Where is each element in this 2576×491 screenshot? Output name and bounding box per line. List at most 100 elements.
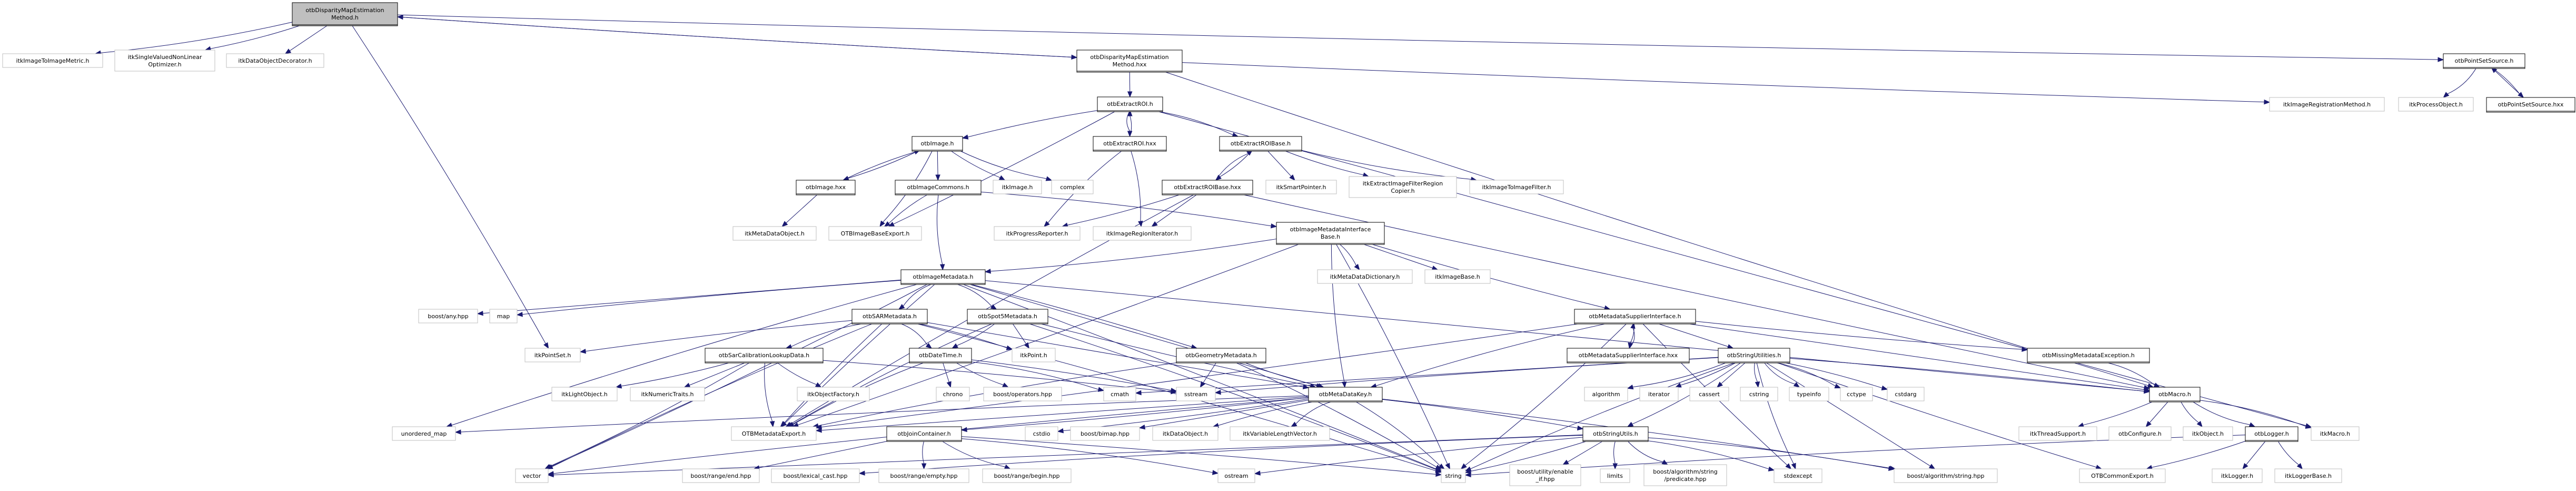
edge-line: [402, 17, 1077, 58]
edge-otbStringUtils-to-string: [1464, 440, 1590, 474]
edge-root-to-itkPointSet: [351, 24, 549, 349]
node-OTBCommonExport: OTBCommonExport.h: [2079, 468, 2166, 483]
node-box: [1509, 464, 1581, 486]
edge-line: [2199, 400, 2306, 427]
edge-line: [843, 152, 915, 181]
edge-otbSARMetadata-to-OTBMetadataExport: [780, 322, 884, 427]
arrowhead-icon: [1928, 464, 1936, 469]
node-otbExtractROIHxx[interactable]: otbExtractROI.hxx: [1093, 136, 1167, 152]
node-otbGeometryMetadata[interactable]: otbGeometryMetadata.h: [1176, 348, 1266, 364]
node-label: otbGeometryMetadata.h: [1185, 352, 1256, 359]
node-box: [226, 53, 324, 68]
node-box: [2269, 97, 2385, 112]
node-box: [1567, 348, 1690, 362]
edge-line: [893, 110, 1117, 224]
edge-otbStringUtilities-to-typeinfo: [1763, 361, 1800, 388]
node-otbMetadataSupplierInterface[interactable]: otbMetadataSupplierInterface.h: [1574, 309, 1696, 325]
node-otbImage[interactable]: otbImage.h: [911, 136, 963, 152]
arrowhead-icon: [1464, 468, 1472, 474]
node-box: [1308, 387, 1383, 401]
edge-line: [759, 440, 891, 468]
edge-line: [1220, 150, 1253, 178]
node-itkNumericTraits: itkNumericTraits.h: [630, 387, 705, 401]
node-otbImageHxx[interactable]: otbImage.hxx: [796, 180, 856, 195]
node-label: Optimizer.h: [148, 61, 181, 68]
node-cstdio: cstdio: [1025, 426, 1058, 441]
node-label: itkProgressReporter.h: [1006, 230, 1068, 237]
arrowhead-icon: [2242, 463, 2248, 470]
node-label: limits: [1607, 473, 1623, 479]
edge-otbExtractROIBase-to-otbExtractROIBaseHxx: [1215, 150, 1253, 181]
edge-line: [927, 322, 1304, 387]
node-otbSARMetadata[interactable]: otbSARMetadata.h: [851, 309, 928, 325]
edge-otbStringUtils-to-boostPredicate: [1627, 440, 1669, 465]
node-otbExtractROIBase[interactable]: otbExtractROIBase.h: [1219, 136, 1302, 152]
node-box: [797, 387, 870, 401]
edge-line: [100, 22, 293, 53]
node-otbSarCalibrationLookupData[interactable]: otbSarCalibrationLookupData.h: [705, 348, 824, 364]
node-itkImage: itkImage.h: [993, 180, 1042, 194]
node-label: otbSARMetadata.h: [863, 313, 917, 320]
node-otbImageCommons[interactable]: otbImageCommons.h: [895, 180, 982, 195]
node-otbMissingMetadataException[interactable]: otbMissingMetadataException.h: [2027, 348, 2150, 364]
edge-line: [1155, 110, 2306, 426]
node-label: Method.hxx: [1113, 61, 1147, 68]
node-label: otbMetadataSupplierInterface.h: [1589, 313, 1681, 320]
edge-otbExtractROI-to-otbExtractROIBase: [1152, 110, 1239, 138]
node-box: [2398, 97, 2474, 112]
node-otbJoinContainer[interactable]: otbJoinContainer.h: [886, 426, 962, 442]
node-otbLogger[interactable]: otbLogger.h: [2245, 426, 2298, 442]
node-otbPointSetSourceHxx[interactable]: otbPointSetSource.hxx: [2486, 97, 2575, 113]
edge-line: [1331, 243, 1345, 382]
edge-line: [791, 322, 868, 347]
node-label: itkMetaDataObject.h: [745, 230, 805, 237]
node-otbSpot5Metadata[interactable]: otbSpot5Metadata.h: [967, 309, 1048, 325]
node-label: unordered_map: [401, 430, 447, 437]
edge-otbImageMetadataInterfaceBase-to-itkMetaDataDictionary: [1338, 243, 1360, 271]
node-otbStringUtilities[interactable]: otbStringUtilities.h: [1718, 348, 1790, 364]
node-box: [1584, 387, 1628, 401]
node-otbExtractROI[interactable]: otbExtractROI.h: [1097, 96, 1163, 112]
node-label: itkImageToImageMetric.h: [16, 57, 90, 64]
node-otbMacro[interactable]: otbMacro.h: [2149, 387, 2201, 402]
node-box: [900, 269, 986, 284]
edge-otbImageMetadata-to-map: [516, 280, 901, 317]
edge-otbImageCommons-to-otbImageMetadata: [936, 193, 945, 271]
node-label: OTBMetadataExport.h: [742, 430, 806, 437]
node-itkVariableLengthVector: itkVariableLengthVector.h: [1230, 426, 1330, 441]
edge-otbSarCalibrationLookupData-to-itkObjectFactory: [776, 361, 822, 388]
node-label: boost/lexical_cast.hpp: [784, 473, 848, 479]
edge-otbStringUtilities-to-algorithm: [1627, 361, 1728, 390]
node-box: [909, 348, 972, 362]
node-otbExtractROIBaseHxx[interactable]: otbExtractROIBase.hxx: [1162, 180, 1253, 195]
edge-otbMetaDataKey-to-boostBimap: [1138, 400, 1309, 430]
edge-otbStringUtilities-to-cassert: [1716, 361, 1747, 388]
node-otbStringUtils[interactable]: otbStringUtils.h: [1582, 426, 1649, 442]
node-otbImageMetadata[interactable]: otbImageMetadata.h: [900, 269, 986, 285]
edge-line: [451, 283, 921, 426]
edge-line: [961, 438, 1213, 473]
edge-line: [898, 322, 928, 346]
node-itkPoint: itkPoint.h: [1012, 348, 1056, 362]
node-label: cassert: [1699, 391, 1720, 398]
edge-line: [2180, 400, 2199, 423]
node-otbPointSetSource[interactable]: otbPointSetSource.h: [2443, 53, 2525, 69]
node-otbMetaDataKey[interactable]: otbMetaDataKey.h: [1308, 387, 1383, 402]
edge-otbImageHxx-to-itkMetaDataObject: [781, 193, 819, 227]
edge-line: [2447, 67, 2477, 94]
arrowhead-icon: [1127, 91, 1133, 98]
arrowhead-icon: [1024, 342, 1030, 349]
node-label: otbExtractROI.h: [1107, 101, 1153, 107]
edge-line: [1382, 399, 1578, 428]
node-box: [1276, 222, 1385, 244]
node-otbMetadataSupplierInterfaceHxx[interactable]: otbMetadataSupplierInterface.hxx: [1567, 348, 1690, 364]
arrowhead-icon: [1212, 470, 1219, 475]
arrowhead-icon: [2296, 463, 2303, 470]
node-otbDateTime[interactable]: otbDateTime.h: [909, 348, 972, 364]
edge-line: [1632, 361, 1728, 388]
